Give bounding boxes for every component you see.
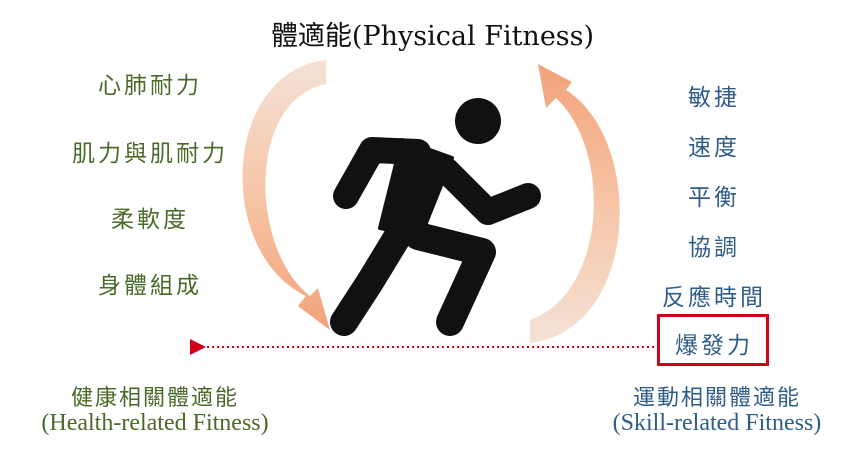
- highlight-box: [657, 314, 769, 366]
- skill-item-coordination: 協調: [688, 235, 740, 261]
- health-item-body-composition: 身體組成: [98, 273, 202, 299]
- skill-category-en: (Skill-related Fitness): [612, 410, 822, 436]
- health-item-strength: 肌力與肌耐力: [72, 141, 228, 167]
- page-title: 體適能(Physical Fitness): [270, 21, 595, 52]
- health-item-cardio: 心肺耐力: [98, 73, 202, 99]
- skill-category-cn: 運動相關體適能: [632, 386, 801, 411]
- skill-item-balance: 平衡: [688, 185, 740, 211]
- curved-arrow-up-icon: [530, 64, 620, 343]
- health-item-flexibility: 柔軟度: [111, 207, 189, 233]
- skill-item-power: 爆發力: [675, 333, 753, 359]
- health-category-en: (Health-related Fitness): [41, 410, 269, 436]
- health-category-cn: 健康相關體適能: [70, 386, 239, 411]
- skill-item-reaction-time: 反應時間: [662, 285, 766, 311]
- running-person-icon: [330, 98, 541, 336]
- curved-arrow-down-icon: [242, 60, 330, 330]
- skill-item-agility: 敏捷: [688, 85, 740, 111]
- skill-item-speed: 速度: [688, 135, 740, 161]
